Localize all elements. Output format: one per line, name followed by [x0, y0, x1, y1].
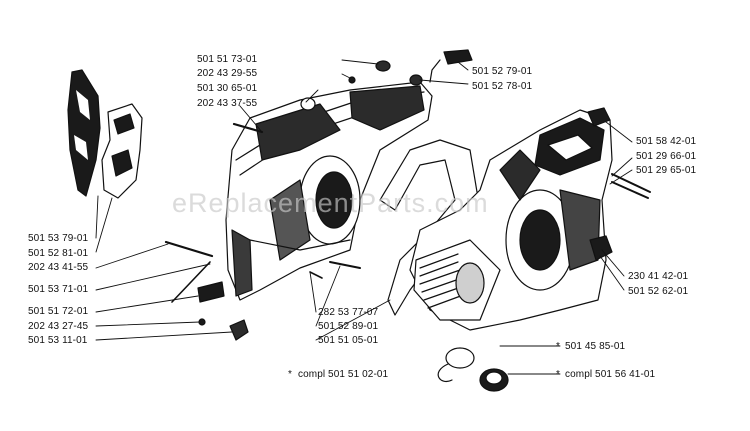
part-label: 501 53 79-01 [28, 233, 89, 244]
part-label: 501 52 81-01 [28, 248, 89, 259]
part-label: 202 43 41-55 [28, 262, 89, 273]
part-label: 501 45 85-01 [565, 341, 626, 352]
part-label: 501 51 72-01 [28, 306, 89, 317]
part-label: 501 52 89-01 [318, 321, 379, 332]
part-label: 501 30 65-01 [197, 83, 258, 94]
asterisk-marker: * [556, 369, 560, 380]
guard-plate-part [101, 103, 143, 199]
asterisk-marker: * [556, 341, 560, 352]
part-label: 501 29 65-01 [636, 165, 697, 176]
part-label: 501 58 42-01 [636, 136, 697, 147]
watermark-text: eReplacementParts.com [172, 188, 489, 218]
part-label: 202 43 29-55 [197, 68, 258, 79]
part-label: 501 52 79-01 [472, 66, 533, 77]
part-label: 501 29 66-01 [636, 151, 697, 162]
crankcase-left-part [225, 81, 433, 301]
small-parts [164, 49, 651, 392]
part-label: 501 53 11-01 [28, 335, 88, 346]
part-label: 501 51 73-01 [197, 54, 258, 65]
part-label: 501 53 71-01 [28, 284, 89, 295]
part-label: 202 43 37-55 [197, 98, 258, 109]
part-label: compl 501 51 02-01 [298, 369, 389, 380]
part-label: 230 41 42-01 [628, 271, 689, 282]
part-label: 501 52 78-01 [472, 81, 533, 92]
part-label: 282 53 77-07 [318, 307, 379, 318]
asterisk-marker: * [288, 369, 292, 380]
part-label: 501 52 62-01 [628, 286, 689, 297]
part-label: 202 43 27-45 [28, 321, 89, 332]
leader-lines [95, 59, 633, 375]
decal-part [67, 69, 101, 197]
part-label: compl 501 56 41-01 [565, 369, 656, 380]
part-label: 501 51 05-01 [318, 335, 379, 346]
gasket-part [379, 139, 481, 316]
